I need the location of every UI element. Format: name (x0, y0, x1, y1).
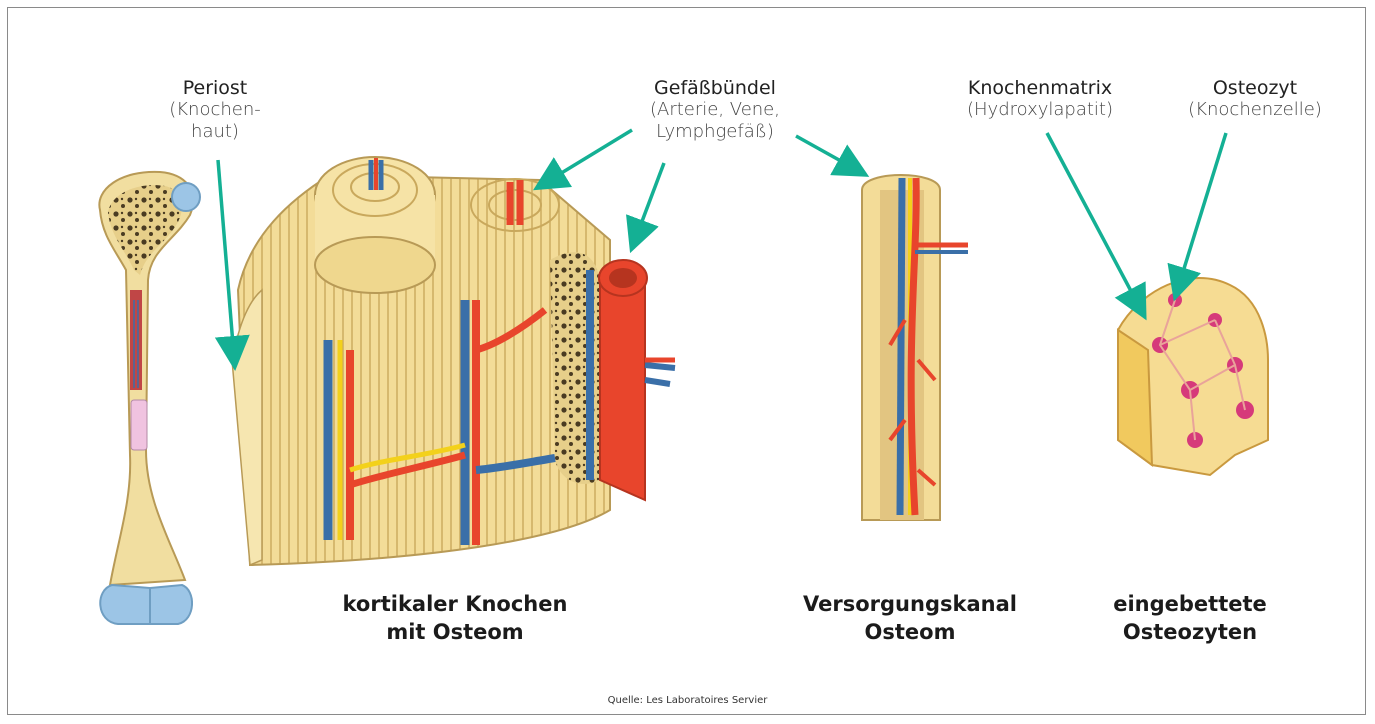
label-knochenmatrix-title: Knochenmatrix (945, 77, 1135, 99)
caption-osteozyten: eingebettete Osteozyten (1090, 590, 1290, 646)
label-gefaess-sub2: Lymphgefäß) (620, 121, 810, 143)
label-periost: Periost (Knochen- haut) (150, 77, 280, 143)
label-gefaess-sub1: (Arterie, Vene, (620, 99, 810, 121)
label-osteozyt-title: Osteozyt (1160, 77, 1350, 99)
haversian-canal-illustration (862, 175, 968, 520)
femur-illustration (99, 172, 200, 624)
arrow-matrix (1047, 133, 1140, 308)
caption-osteozyten-line2: Osteozyten (1090, 618, 1290, 646)
label-osteozyt-sub1: (Knochenzelle) (1160, 99, 1350, 121)
caption-kortikal-line1: kortikaler Knochen (300, 590, 610, 618)
arrow-gefaess-2 (635, 163, 664, 240)
label-knochenmatrix-sub1: (Hydroxylapatit) (945, 99, 1135, 121)
label-knochenmatrix: Knochenmatrix (Hydroxylapatit) (945, 77, 1135, 121)
label-osteozyt: Osteozyt (Knochenzelle) (1160, 77, 1350, 121)
label-gefaess: Gefäßbündel (Arterie, Vene, Lymphgefäß) (620, 77, 810, 143)
arrow-gefaess-1 (545, 130, 632, 183)
label-periost-sub1: (Knochen- (150, 99, 280, 121)
arrow-osteozyt (1178, 133, 1226, 288)
source-credit: Quelle: Les Laboratoires Servier (0, 695, 1375, 706)
caption-osteozyten-line1: eingebettete (1090, 590, 1290, 618)
cortical-bone-illustration (232, 157, 675, 565)
caption-versorgungskanal-line1: Versorgungskanal (770, 590, 1050, 618)
caption-kortikal-line2: mit Osteom (300, 618, 610, 646)
label-periost-title: Periost (150, 77, 280, 99)
caption-kortikal: kortikaler Knochen mit Osteom (300, 590, 610, 646)
label-gefaess-title: Gefäßbündel (620, 77, 810, 99)
arrow-periost (218, 160, 234, 357)
caption-versorgungskanal: Versorgungskanal Osteom (770, 590, 1050, 646)
label-periost-sub2: haut) (150, 121, 280, 143)
caption-versorgungskanal-line2: Osteom (770, 618, 1050, 646)
